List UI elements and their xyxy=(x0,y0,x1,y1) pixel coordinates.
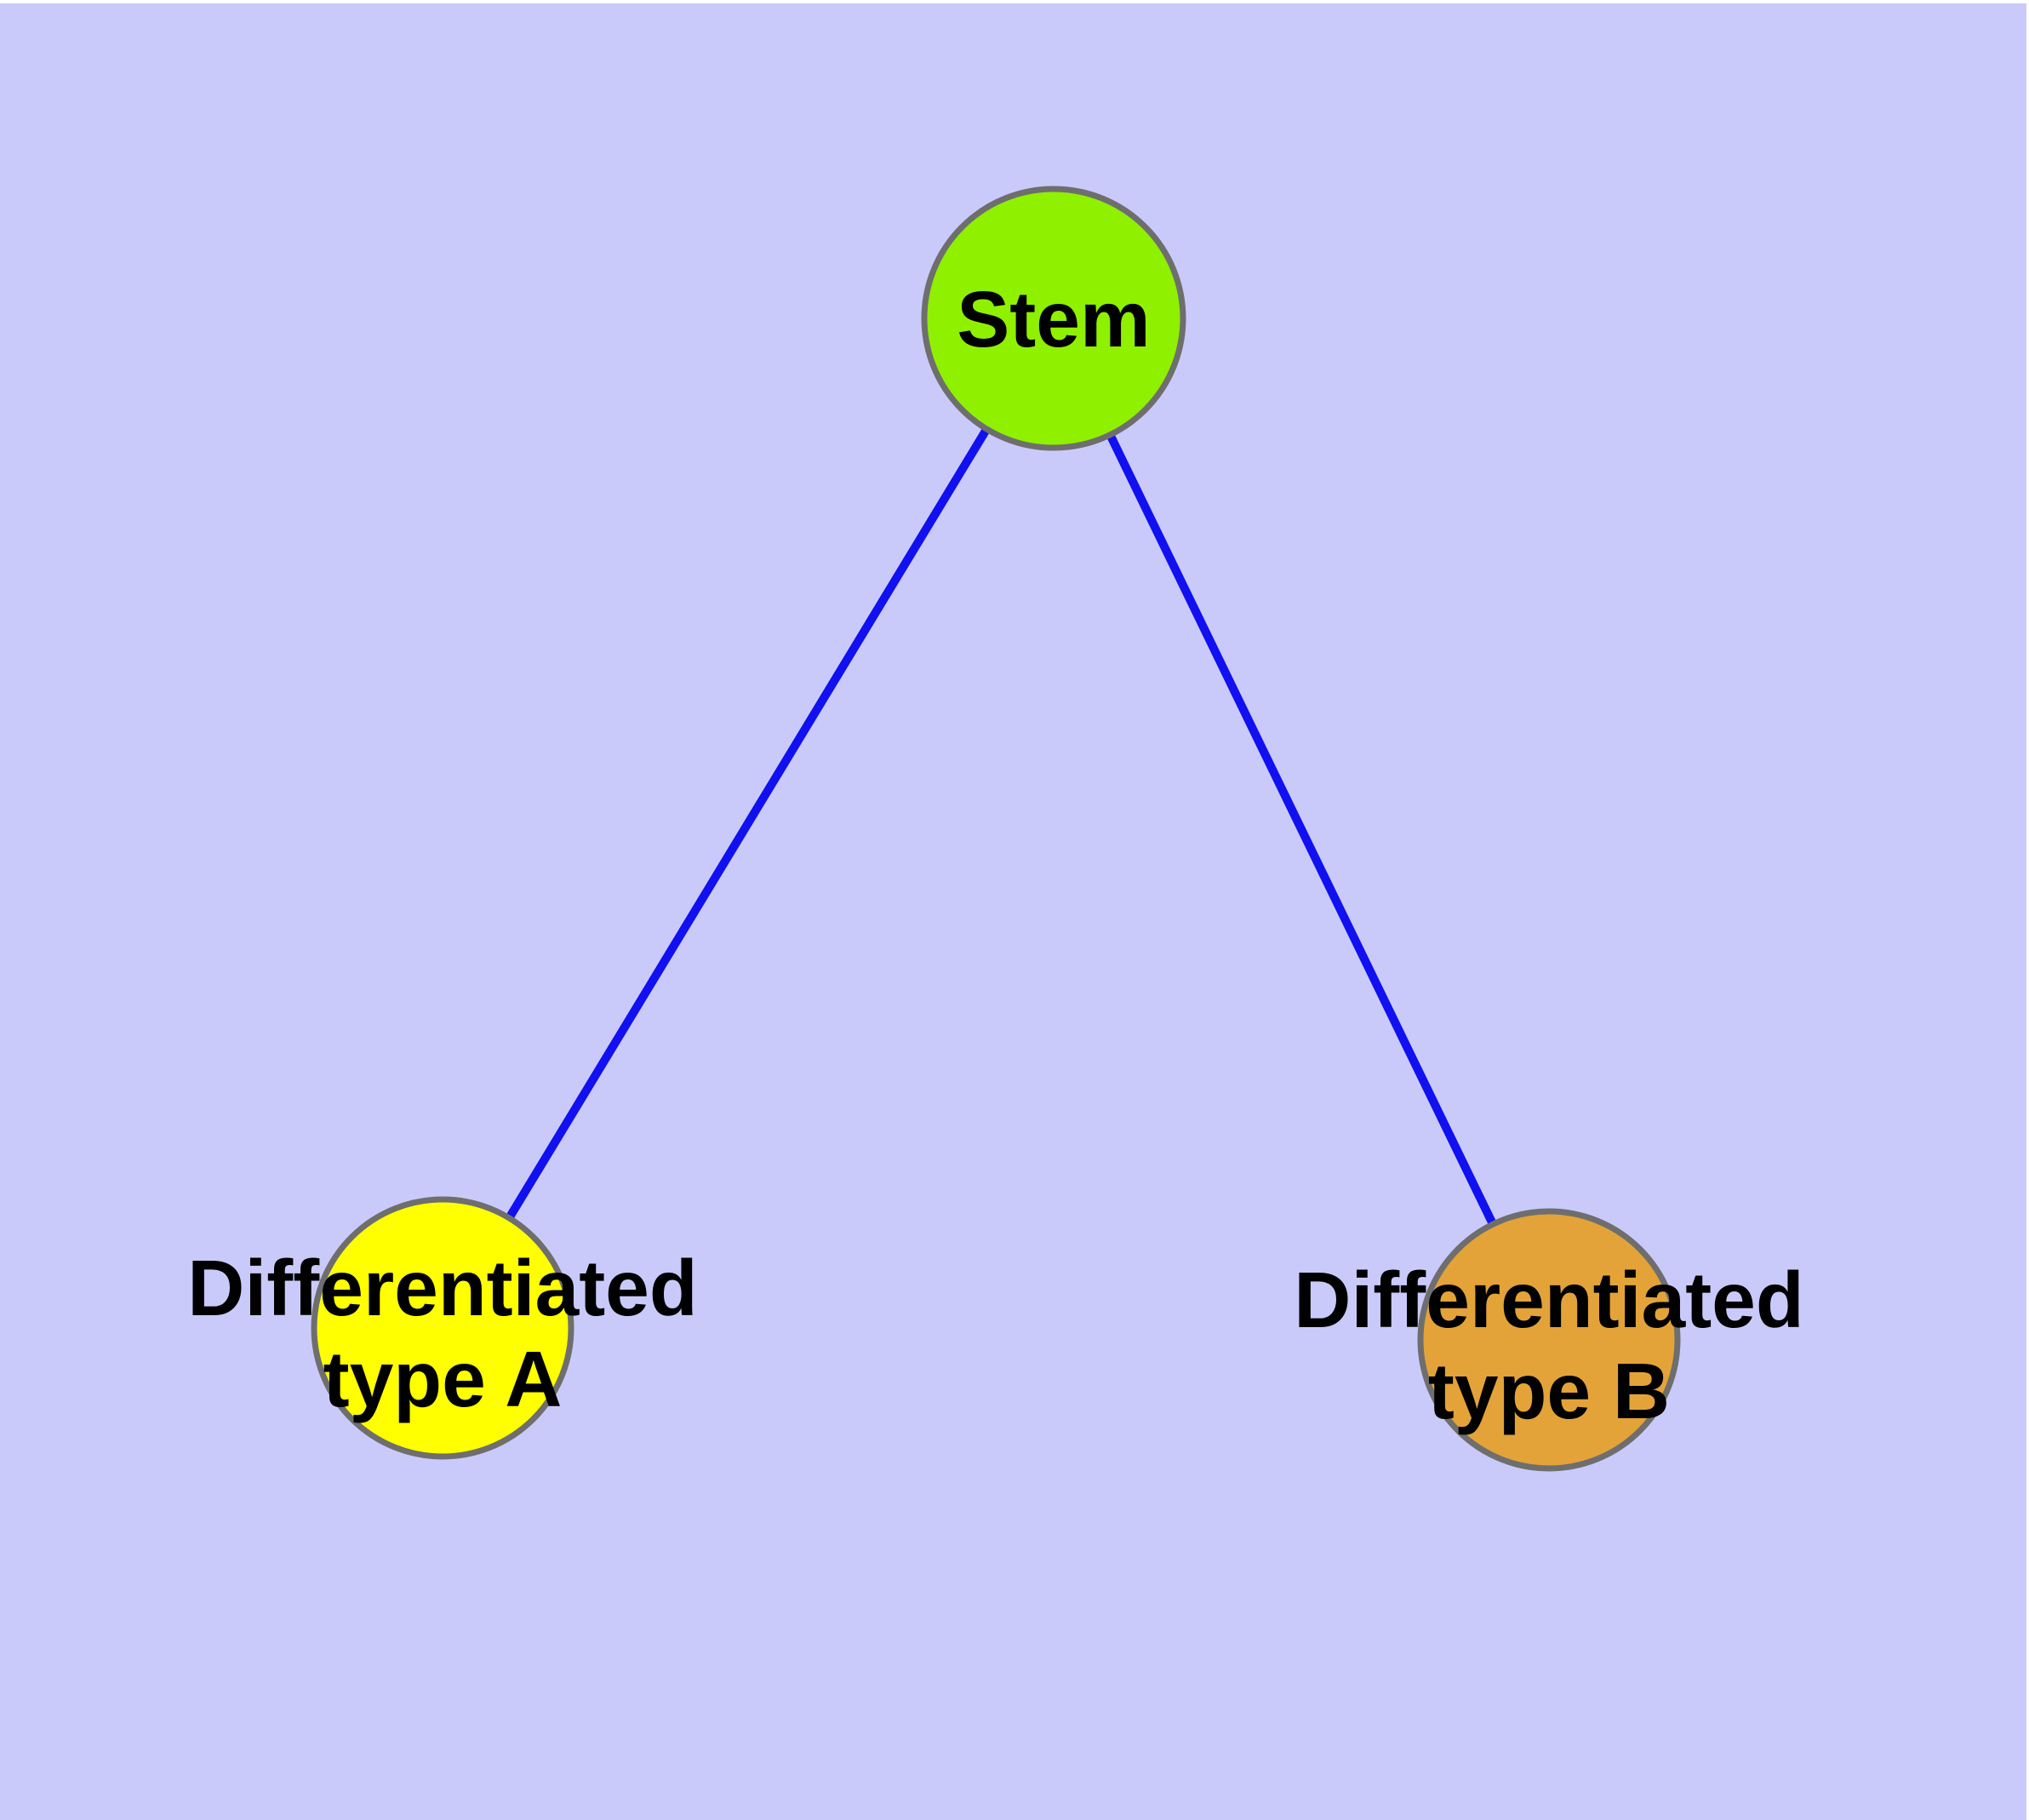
node-type-a-label-line2: type A xyxy=(323,1335,563,1423)
node-stem-label: Stem xyxy=(957,275,1150,363)
edge-stem-to-type-a xyxy=(438,316,1058,1331)
edge-stem-to-type-b xyxy=(1049,316,1553,1342)
node-differentiated-type-b xyxy=(1417,1208,1681,1472)
node-type-a-label-line1: Differentiated xyxy=(187,1244,697,1332)
node-type-b-label-line1: Differentiated xyxy=(1294,1256,1803,1344)
node-type-b-label-line2: type B xyxy=(1428,1347,1670,1435)
node-stem xyxy=(921,186,1186,451)
node-differentiated-type-a xyxy=(311,1196,574,1460)
